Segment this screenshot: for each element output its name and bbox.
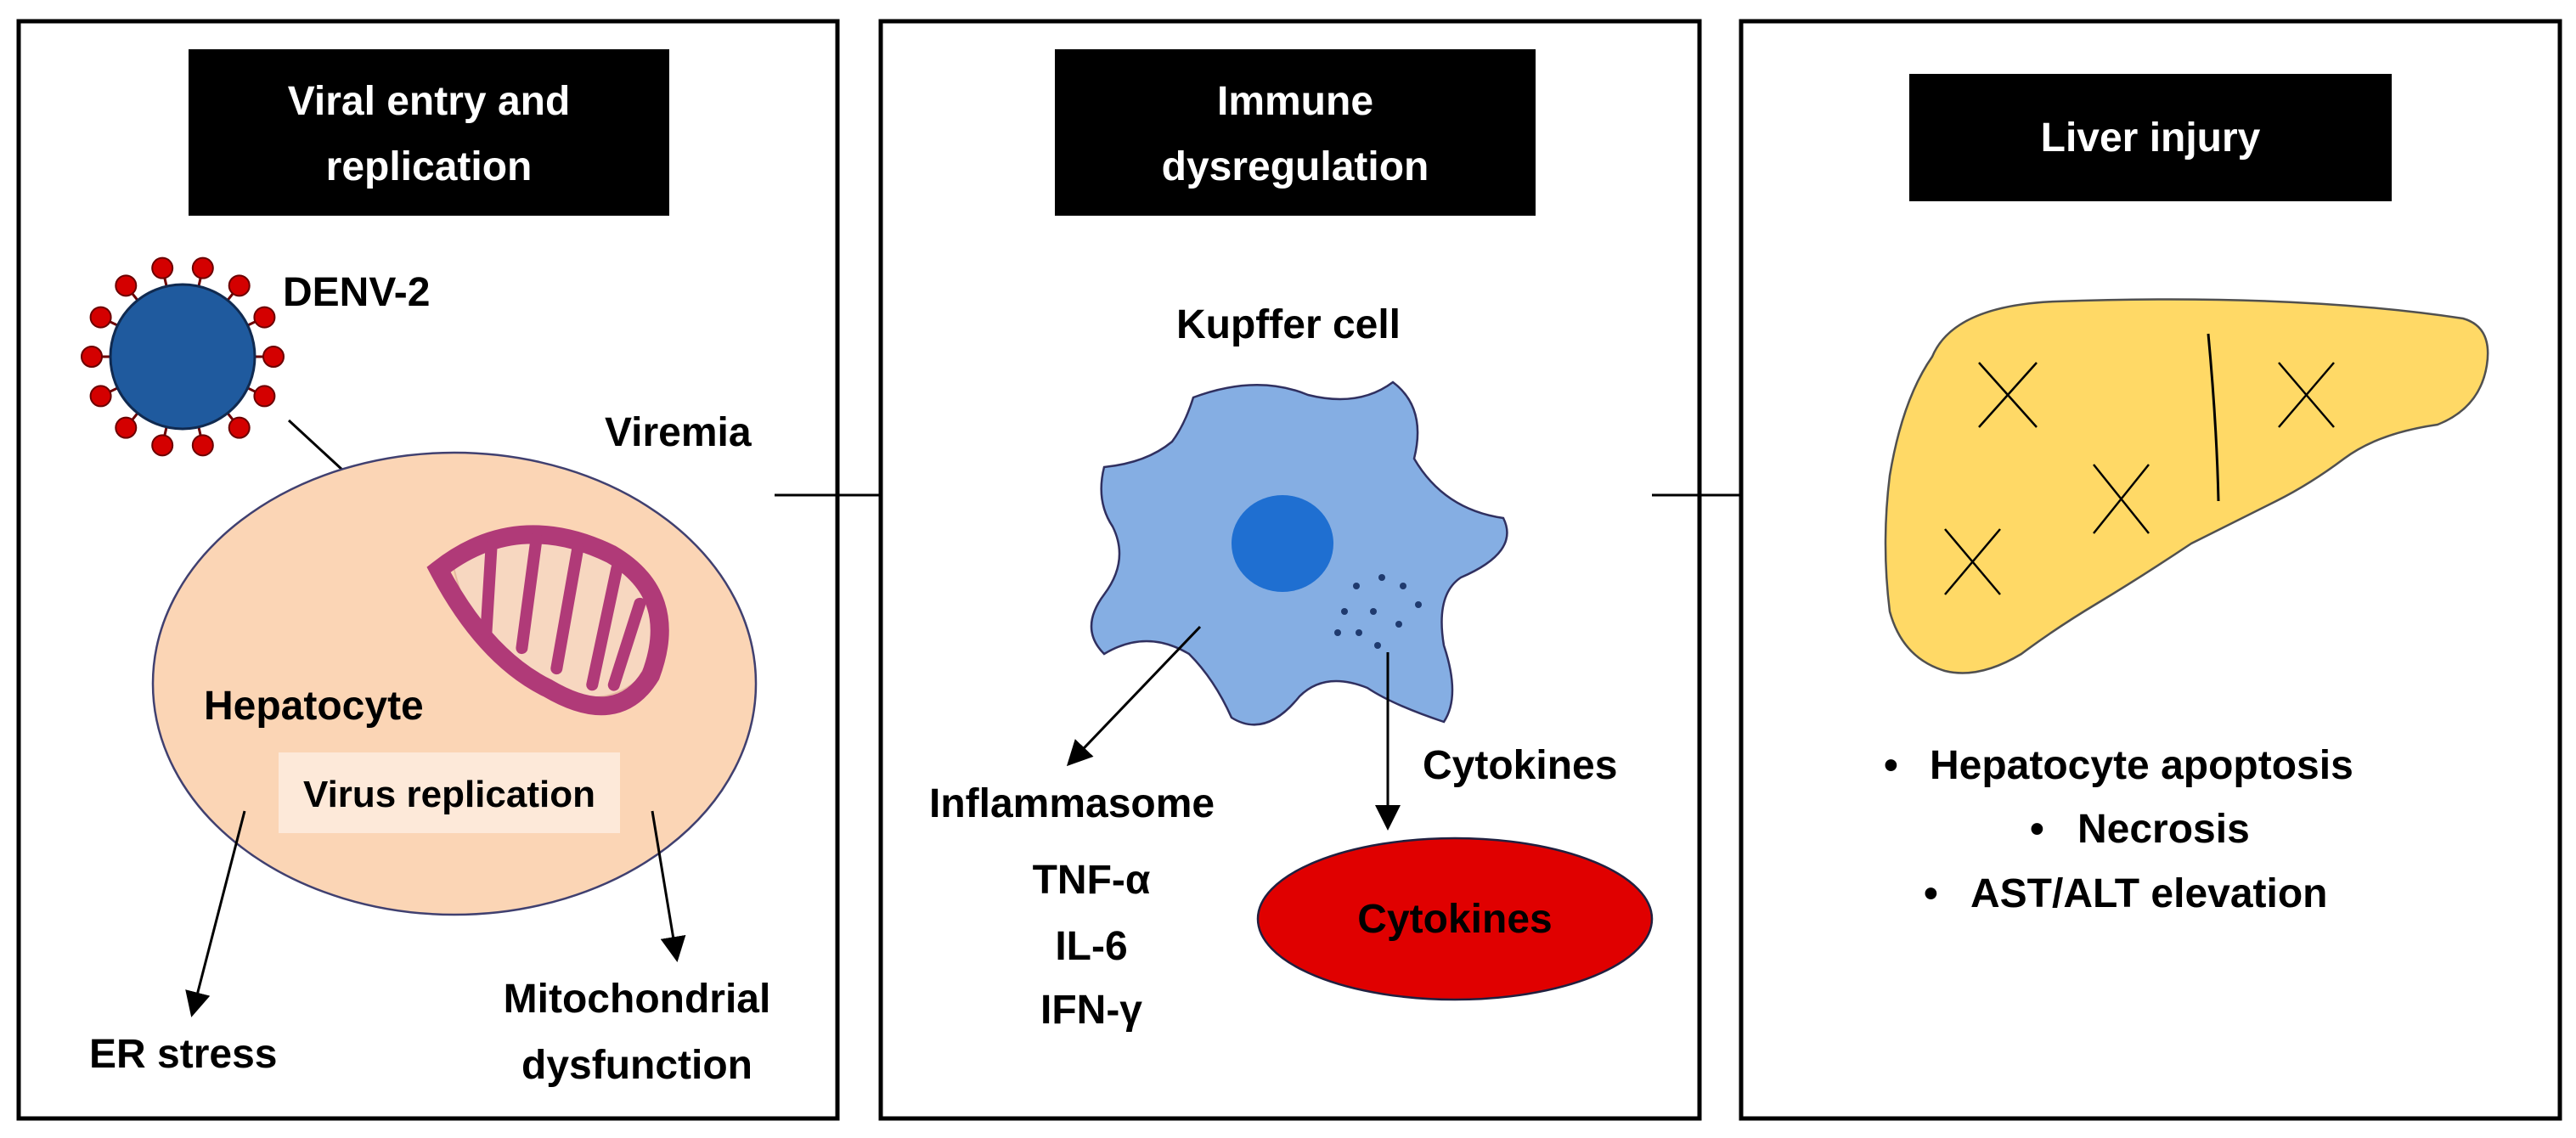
virus-spike — [115, 274, 138, 297]
virus-replication-box — [279, 752, 620, 833]
virus-replication-label: Virus replication — [303, 774, 595, 815]
outcome-apoptosis: Hepatocyte apoptosis — [1930, 743, 2353, 788]
mitochondrion-icon — [426, 525, 669, 716]
virus-spike — [151, 256, 174, 279]
necrosis-cross-marks — [1944, 362, 2335, 595]
inflammasome-label: Inflammasome — [929, 781, 1215, 826]
mito-dysfunction-line-2: dysfunction — [521, 1043, 753, 1088]
cytokines-branch-label: Cytokines — [1423, 743, 1617, 788]
panel-3-title-box — [1909, 74, 2392, 201]
virus-spike — [228, 274, 251, 297]
panel-1-title-line-2: replication — [326, 144, 533, 189]
virus-body — [109, 283, 256, 431]
panel-2-title-line-1: Immune — [1217, 79, 1373, 124]
mediator-il6: IL-6 — [1055, 924, 1127, 969]
panel-liver-injury: Liver injury • Hepatocyte apoptosis • Ne… — [1739, 19, 2562, 1121]
bullet-necrosis: • — [2030, 807, 2044, 852]
panel-immune-dysregulation: Immune dysregulation Kupffer cell Cytoki… — [878, 19, 1702, 1121]
cytokines-ellipse — [1256, 837, 1654, 1001]
virus-spike — [89, 306, 112, 329]
arrow-to-er-stress — [185, 810, 246, 1017]
kupffer-cell-label: Kupffer cell — [1176, 302, 1401, 347]
bullet-ast-alt: • — [1924, 871, 1938, 916]
viremia-label: Viremia — [605, 410, 752, 455]
panel-1-title-box — [189, 49, 669, 216]
panel-3-title: Liver injury — [2041, 115, 2261, 161]
virus-spike — [115, 416, 138, 439]
mediator-ifn: IFN-γ — [1040, 988, 1142, 1033]
bullet-apoptosis: • — [1884, 743, 1898, 788]
panel-viral-entry: Viral entry and replication DENV-2 Hepat… — [16, 19, 840, 1121]
virus-spike — [81, 346, 103, 368]
liver-lobe-line — [2207, 333, 2220, 502]
mediator-tnf: TNF-α — [1033, 858, 1151, 903]
virus-spike — [253, 385, 276, 408]
virus-spike — [228, 416, 251, 439]
arrow-to-mito-dysfunction — [651, 810, 686, 962]
panel-1-title-line-1: Viral entry and — [288, 79, 571, 124]
panel-2-title-box — [1055, 49, 1536, 216]
virus-spike — [151, 434, 174, 457]
virus-label: DENV-2 — [283, 270, 430, 315]
cytokines-ellipse-label: Cytokines — [1357, 897, 1552, 942]
arrow-to-inflammasome — [1066, 625, 1202, 767]
liver-icon — [1884, 298, 2489, 674]
kupffer-nucleus — [1232, 495, 1333, 592]
hepatocyte-label: Hepatocyte — [204, 684, 424, 729]
virus-spike — [89, 385, 112, 408]
virus-spike — [262, 346, 285, 368]
denv-virus-icon — [81, 256, 285, 457]
er-stress-label: ER stress — [89, 1032, 277, 1077]
panel-2-title-line-2: dysregulation — [1162, 144, 1429, 189]
outcome-necrosis: Necrosis — [2077, 807, 2250, 852]
cytokine-granules — [1334, 574, 1422, 649]
virus-spike — [253, 306, 276, 329]
mito-dysfunction-line-1: Mitochondrial — [504, 977, 771, 1022]
virus-spike — [191, 256, 214, 279]
outcome-ast-alt: AST/ALT elevation — [1970, 871, 2328, 916]
virus-spike — [191, 434, 214, 457]
